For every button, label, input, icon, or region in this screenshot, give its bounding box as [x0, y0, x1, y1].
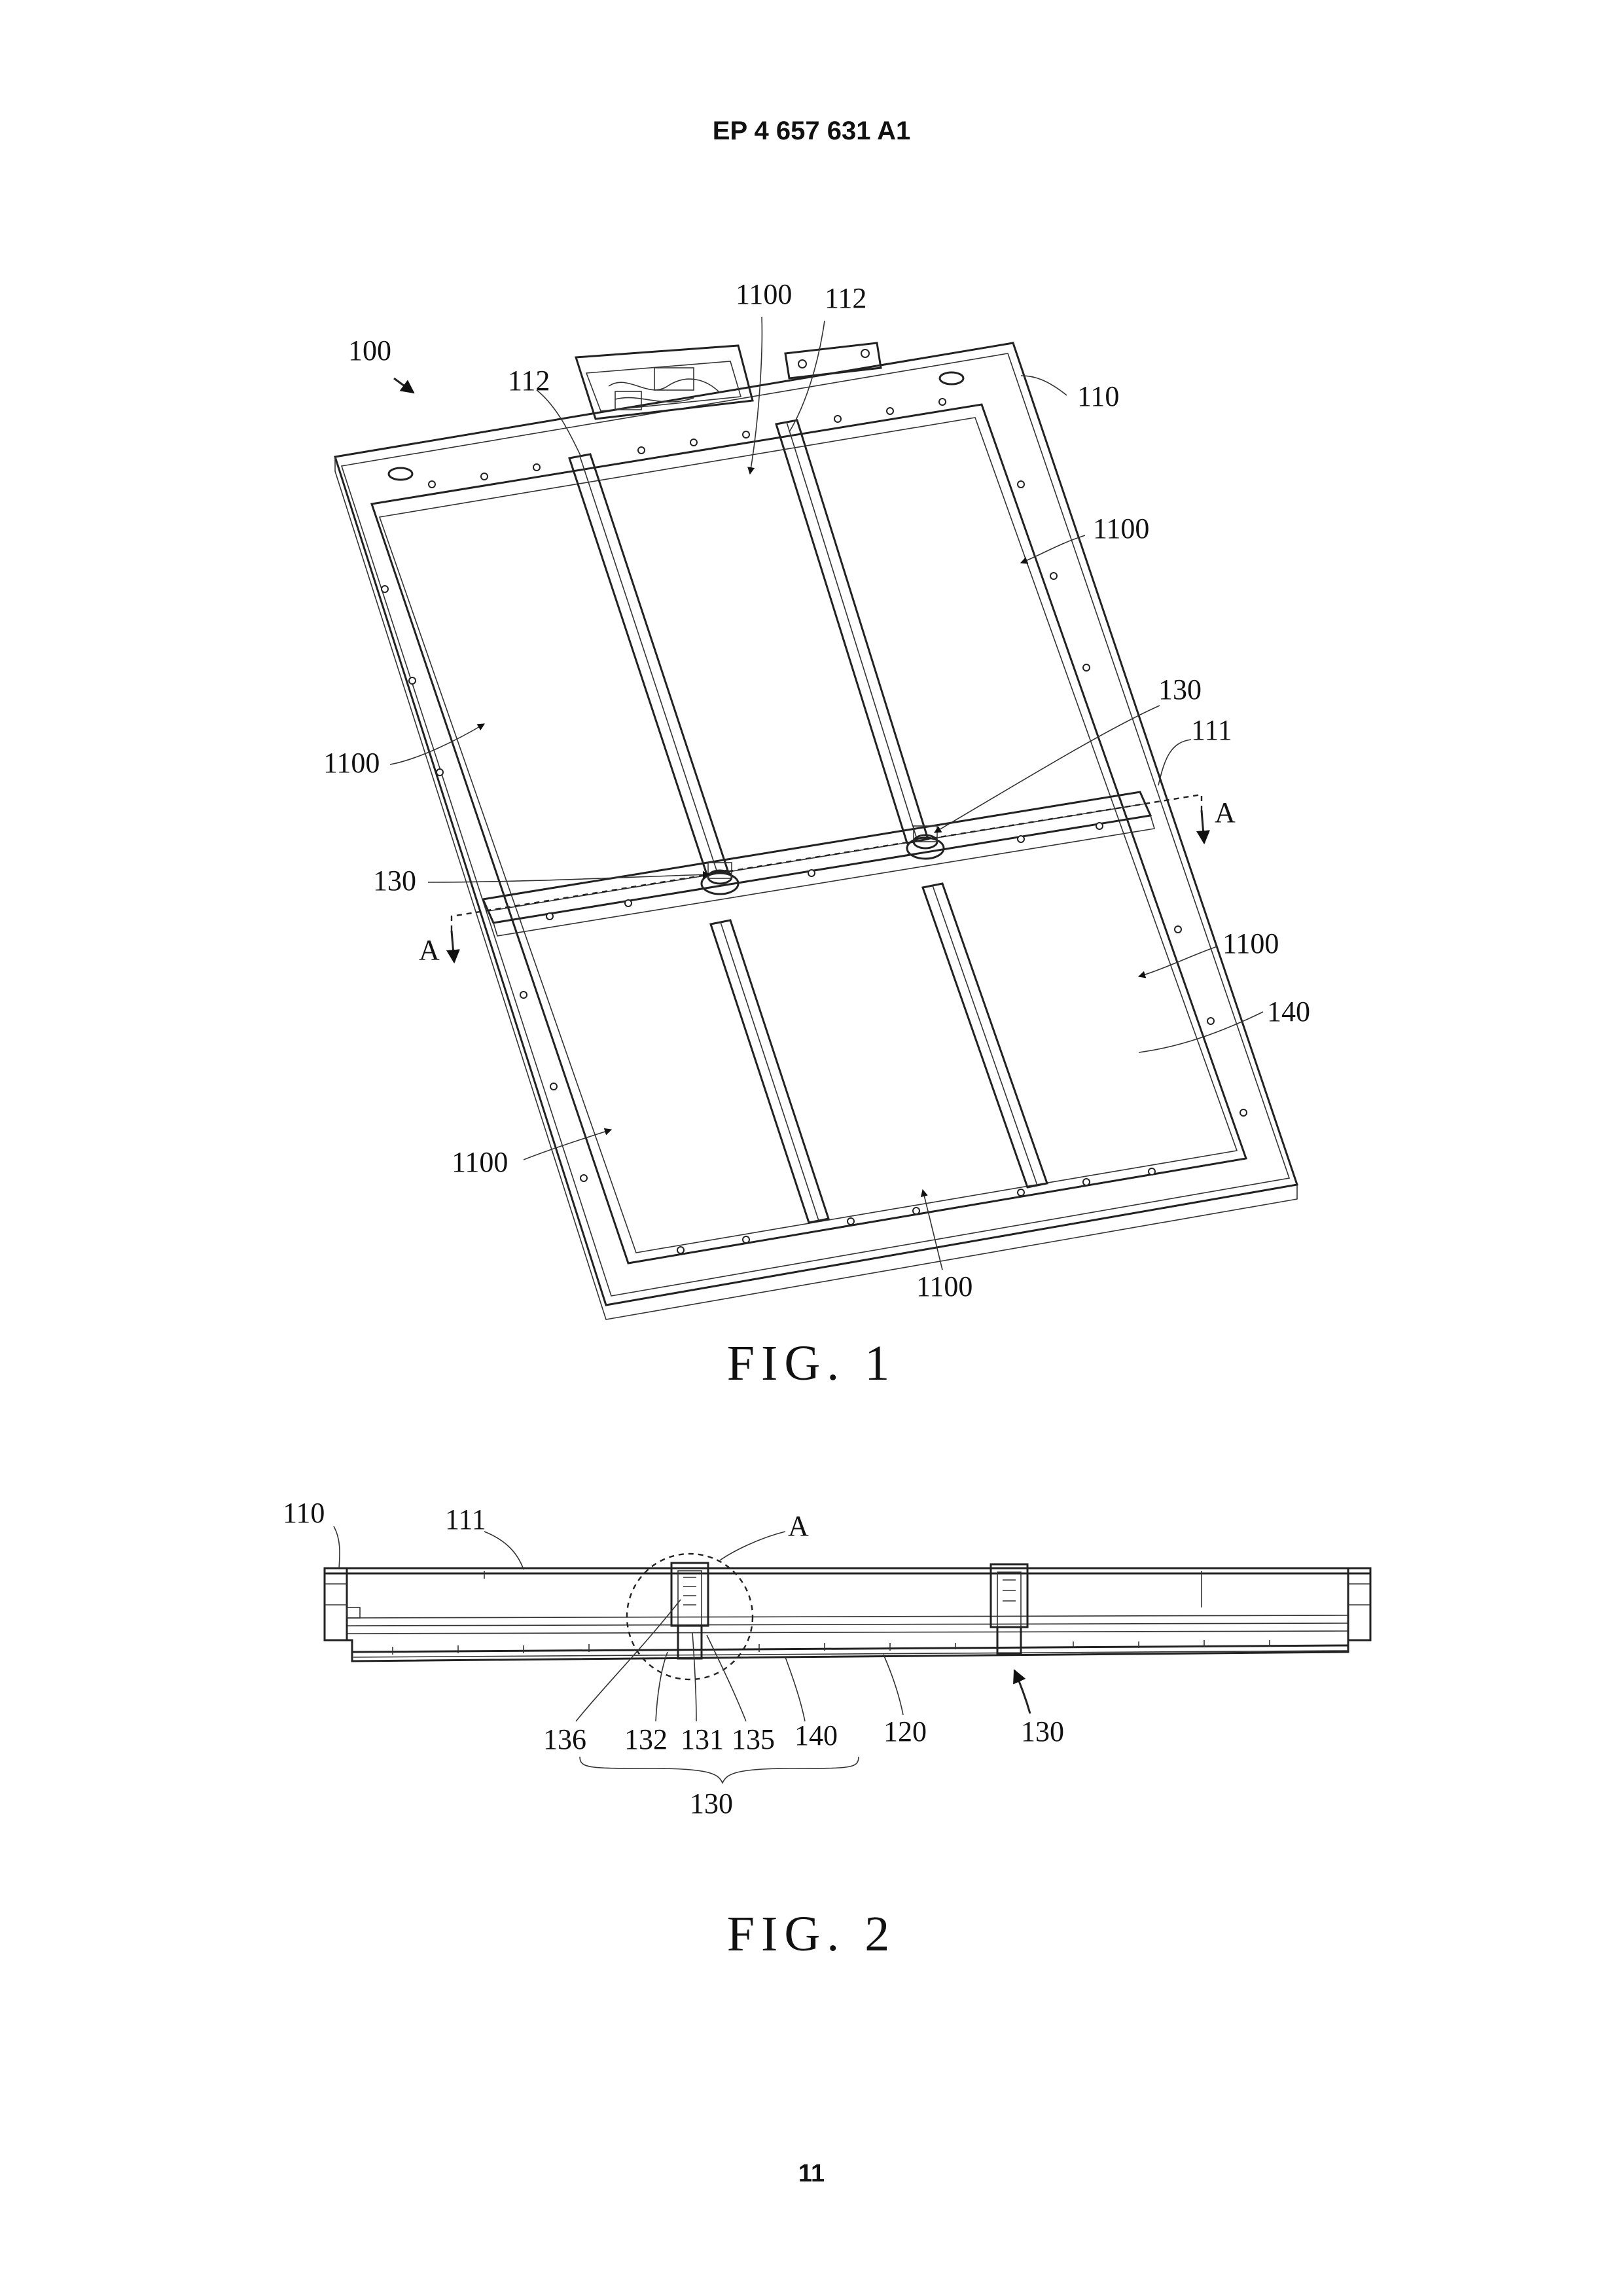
fig2-label-120: 120	[883, 1715, 927, 1748]
fig1-label-130-left: 130	[373, 865, 416, 897]
fig1-label-112-left: 112	[508, 365, 550, 397]
fig1-label-1100-lower-left: 1100	[452, 1146, 508, 1178]
beams-112-upper	[569, 420, 928, 874]
fig2-label-136: 136	[543, 1723, 586, 1755]
section-frame-left	[325, 1568, 347, 1640]
fig1-label-1100-top: 1100	[736, 278, 792, 310]
fig1-label-1100-lower-right: 1100	[1222, 927, 1279, 960]
fig2-drawing: 110 111 A 136 132 131 135 140 120 130 13…	[283, 1497, 1370, 1820]
section-line-a-a	[452, 795, 1202, 931]
fig1-label-140: 140	[1267, 996, 1310, 1028]
fig2-label-140: 140	[794, 1719, 838, 1751]
mount-130-left	[702, 863, 738, 894]
fig1-label-100: 100	[348, 334, 391, 367]
page-number: 11	[0, 2160, 1623, 2188]
fig2-label-111: 111	[445, 1503, 486, 1535]
section-mount-130-right	[991, 1564, 1027, 1653]
fig1-caption: FIG. 1	[0, 1335, 1623, 1392]
fig2-label-a: A	[788, 1510, 809, 1542]
fig2-label-132: 132	[624, 1723, 668, 1755]
fig1-label-111: 111	[1191, 714, 1232, 746]
fig1-label-1100-bottom: 1100	[916, 1270, 972, 1302]
fig1-label-a-right: A	[1215, 797, 1236, 829]
fig2-label-130-right: 130	[1021, 1715, 1064, 1748]
beam-111	[483, 792, 1154, 936]
section-frame-right	[1348, 1568, 1370, 1640]
fig1-label-112-right: 112	[825, 282, 866, 314]
fig1-drawing: 100 1100 112 112 110 1100 130 111 A 1100…	[323, 278, 1310, 1319]
fig1-label-110: 110	[1077, 380, 1119, 412]
fig1-label-a-left: A	[419, 934, 440, 966]
fig1-label-130-right: 130	[1158, 673, 1202, 706]
beams-lower	[711, 884, 1047, 1223]
fig1-label-1100-upper-right: 1100	[1093, 512, 1149, 545]
section-mount-130-left	[671, 1563, 708, 1659]
fig2-caption: FIG. 2	[0, 1906, 1623, 1963]
fig2-label-131: 131	[681, 1723, 724, 1755]
fig2-label-110: 110	[283, 1497, 325, 1529]
fig2-label-130-group: 130	[690, 1787, 733, 1820]
fig1-label-1100-left: 1100	[323, 747, 380, 779]
fig2-label-135: 135	[732, 1723, 775, 1755]
connector-block	[576, 343, 881, 419]
